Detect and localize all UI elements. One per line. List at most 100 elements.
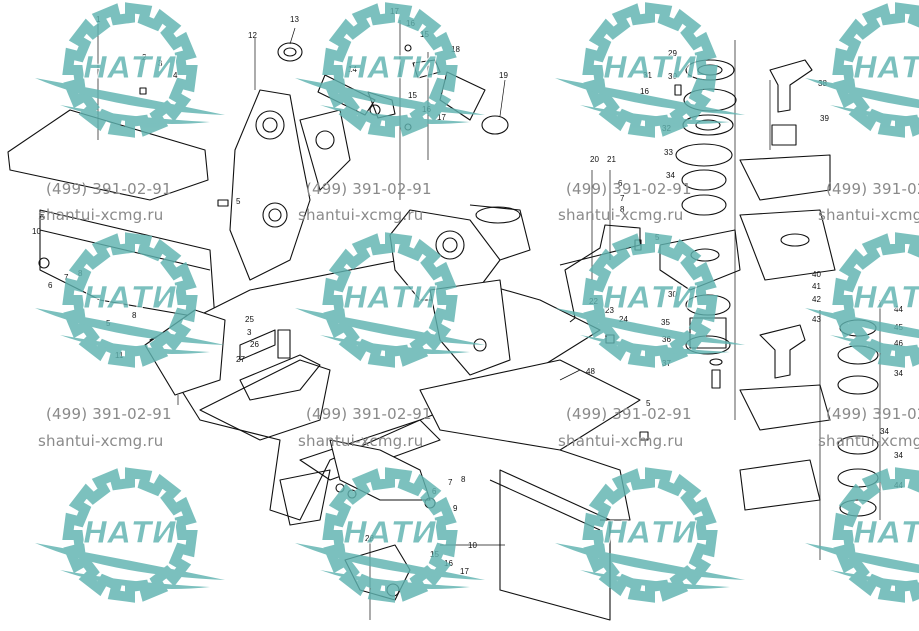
logo-text: НАТИ — [603, 51, 697, 86]
callout-34: 34 — [894, 451, 903, 460]
wing-icon — [320, 335, 470, 354]
watermark-site: shantui-xcmg.ru — [298, 206, 424, 224]
nati-logo: НАТИ — [555, 232, 745, 368]
wing-icon — [805, 543, 919, 574]
gear-icon — [832, 2, 919, 138]
pin-43 — [759, 324, 806, 379]
callout-8: 8 — [461, 475, 466, 484]
callout-17: 17 — [437, 113, 446, 122]
wing-icon — [295, 308, 485, 345]
logo-text: НАТИ — [343, 516, 437, 551]
callout-6: 6 — [48, 281, 53, 290]
logo-text: НАТИ — [343, 281, 437, 316]
logo-text: НАТИ — [853, 51, 919, 86]
washer-19 — [481, 115, 509, 135]
watermark-phone: (499) 391-02-91 — [566, 405, 692, 423]
callout-27: 27 — [236, 355, 245, 364]
callout-30: 30 — [668, 72, 677, 81]
nati-logo: НАТИ — [35, 467, 225, 603]
wing-icon — [35, 308, 225, 345]
wing-icon — [320, 105, 470, 124]
callout-8: 8 — [620, 205, 625, 214]
logo-text: НАТИ — [83, 281, 177, 316]
callout-46: 46 — [894, 339, 903, 348]
callout-33: 33 — [664, 148, 673, 157]
pin-38 — [769, 59, 813, 113]
logo-text: НАТИ — [853, 281, 919, 316]
callout-17: 17 — [460, 567, 469, 576]
wing-icon — [555, 543, 745, 580]
watermark-site: shantui-xcmg.ru — [818, 206, 919, 224]
nati-logo: НАТИ — [555, 467, 745, 603]
wing-icon — [555, 308, 745, 345]
callout-48: 48 — [586, 367, 595, 376]
bearing-34b — [837, 375, 879, 395]
nati-logo: НАТИ — [805, 467, 919, 603]
nati-logo: НАТИ — [805, 232, 919, 368]
callout-28: 28 — [365, 534, 374, 543]
callout-3: 3 — [247, 328, 252, 337]
callout-14: 14 — [348, 65, 357, 74]
callout-25: 25 — [245, 315, 254, 324]
bushing-39 — [771, 124, 797, 146]
nati-logo: НАТИ — [295, 2, 485, 138]
left-tower — [229, 89, 311, 281]
watermark-site: shantui-xcmg.ru — [558, 432, 684, 450]
nati-logo: НАТИ — [35, 2, 225, 138]
nati-logo: НАТИ — [805, 2, 919, 138]
callout-23: 23 — [605, 306, 614, 315]
callout-39: 39 — [820, 114, 829, 123]
callout-35: 35 — [661, 318, 670, 327]
callout-7: 7 — [620, 194, 625, 203]
bearing-34 — [681, 194, 727, 216]
watermark-site: shantui-xcmg.ru — [818, 432, 919, 450]
wing-icon — [830, 570, 919, 589]
callout-13: 13 — [290, 15, 299, 24]
wing-icon — [60, 570, 210, 589]
nati-logo: НАТИ — [295, 467, 485, 603]
callout-19: 19 — [499, 71, 508, 80]
callout-26: 26 — [250, 340, 259, 349]
callout-41: 41 — [812, 282, 821, 291]
callout-40: 40 — [812, 270, 821, 279]
logo-text: НАТИ — [83, 516, 177, 551]
callout-12: 12 — [248, 31, 257, 40]
wing-icon — [580, 335, 730, 354]
center-tower — [389, 209, 501, 301]
watermark-site: shantui-xcmg.ru — [558, 206, 684, 224]
callout-24: 24 — [619, 315, 628, 324]
callout-29: 29 — [668, 49, 677, 58]
callout-42: 42 — [812, 295, 821, 304]
watermark-site: shantui-xcmg.ru — [38, 206, 164, 224]
washer-13 — [277, 42, 303, 62]
watermark-phone: (499) 391-02-91 — [306, 405, 432, 423]
wing-icon — [830, 105, 919, 124]
callout-7: 7 — [64, 273, 69, 282]
watermark-phone: (499) 391-02-91 — [826, 405, 919, 423]
wing-icon — [805, 308, 919, 339]
callout-10: 10 — [32, 227, 41, 236]
wing-icon — [580, 105, 730, 124]
gear-icon — [832, 467, 919, 603]
nati-logo: НАТИ — [295, 232, 485, 368]
logo-text: НАТИ — [603, 281, 697, 316]
flange-32 — [682, 114, 734, 136]
logo-text: НАТИ — [83, 51, 177, 86]
wing-icon — [35, 543, 225, 580]
callout-15: 15 — [408, 91, 417, 100]
watermark-site: shantui-xcmg.ru — [298, 432, 424, 450]
callout-43: 43 — [812, 315, 821, 324]
logo-text: НАТИ — [853, 516, 919, 551]
callout-44: 44 — [894, 305, 903, 314]
nati-logo: НАТИ — [555, 2, 745, 138]
base-plate — [419, 359, 641, 451]
callout-6: 6 — [618, 179, 623, 188]
callout-5: 5 — [236, 197, 241, 206]
callout-10: 10 — [468, 541, 477, 550]
wing-icon — [320, 570, 470, 589]
callout-30: 30 — [668, 290, 677, 299]
logo-text: НАТИ — [343, 51, 437, 86]
washer-33 — [675, 143, 733, 167]
watermark-site: shantui-xcmg.ru — [38, 432, 164, 450]
